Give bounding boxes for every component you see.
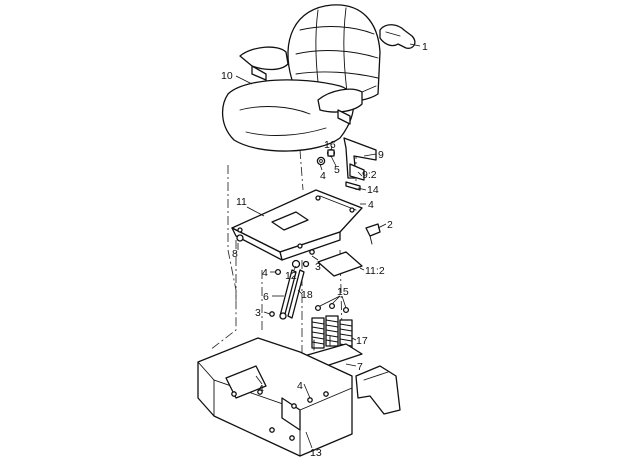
part-1-adjustment-knob	[379, 24, 416, 49]
part-15-spring-hooks	[314, 302, 350, 314]
callout-14: 14	[367, 184, 379, 196]
part-18-rod	[287, 269, 305, 319]
part-11-2-plate	[317, 251, 363, 277]
hardware-3-lower	[269, 311, 287, 320]
callout-11-2: 11:2	[365, 265, 385, 277]
callout-4: 4	[297, 380, 303, 392]
callout-12: 12	[285, 270, 297, 282]
hardware-16-5-4	[316, 148, 336, 166]
callout-18: 18	[301, 289, 313, 301]
callout-7: 7	[357, 361, 363, 373]
hardware-12-3-4	[274, 249, 315, 276]
callout-3: 3	[315, 261, 321, 273]
callout-5: 5	[334, 164, 340, 176]
callout-4: 4	[258, 383, 264, 395]
callout-2: 2	[387, 219, 393, 231]
callout-16: 16	[324, 139, 336, 151]
callout-8: 8	[232, 248, 238, 260]
callout-3: 3	[255, 307, 261, 319]
part-13-frame	[197, 337, 401, 457]
callout-15: 15	[337, 286, 349, 298]
callout-4: 4	[368, 199, 374, 211]
part-2-latch	[365, 223, 381, 245]
part-10-seat	[222, 4, 381, 152]
part-11-seat-plate	[231, 189, 363, 261]
callout-6: 6	[263, 291, 269, 303]
callout-9-2: 9:2	[362, 169, 377, 181]
callout-10: 10	[221, 70, 233, 82]
part-14-pin	[345, 181, 361, 191]
callout-labels: 1 10 16 9 4 5 9:2 14 11 4 2 8 3 4 12 11:…	[221, 41, 428, 459]
leader-lines	[235, 43, 421, 449]
callout-11: 11	[236, 196, 247, 208]
part-8-bolt	[236, 234, 244, 242]
callout-17: 17	[356, 335, 368, 347]
part-9-seat-bracket	[343, 137, 377, 181]
callout-9: 9	[378, 149, 384, 161]
callout-13: 13	[310, 447, 322, 459]
callout-4: 4	[262, 267, 268, 279]
callout-1: 1	[422, 41, 428, 53]
callout-4: 4	[320, 170, 326, 182]
